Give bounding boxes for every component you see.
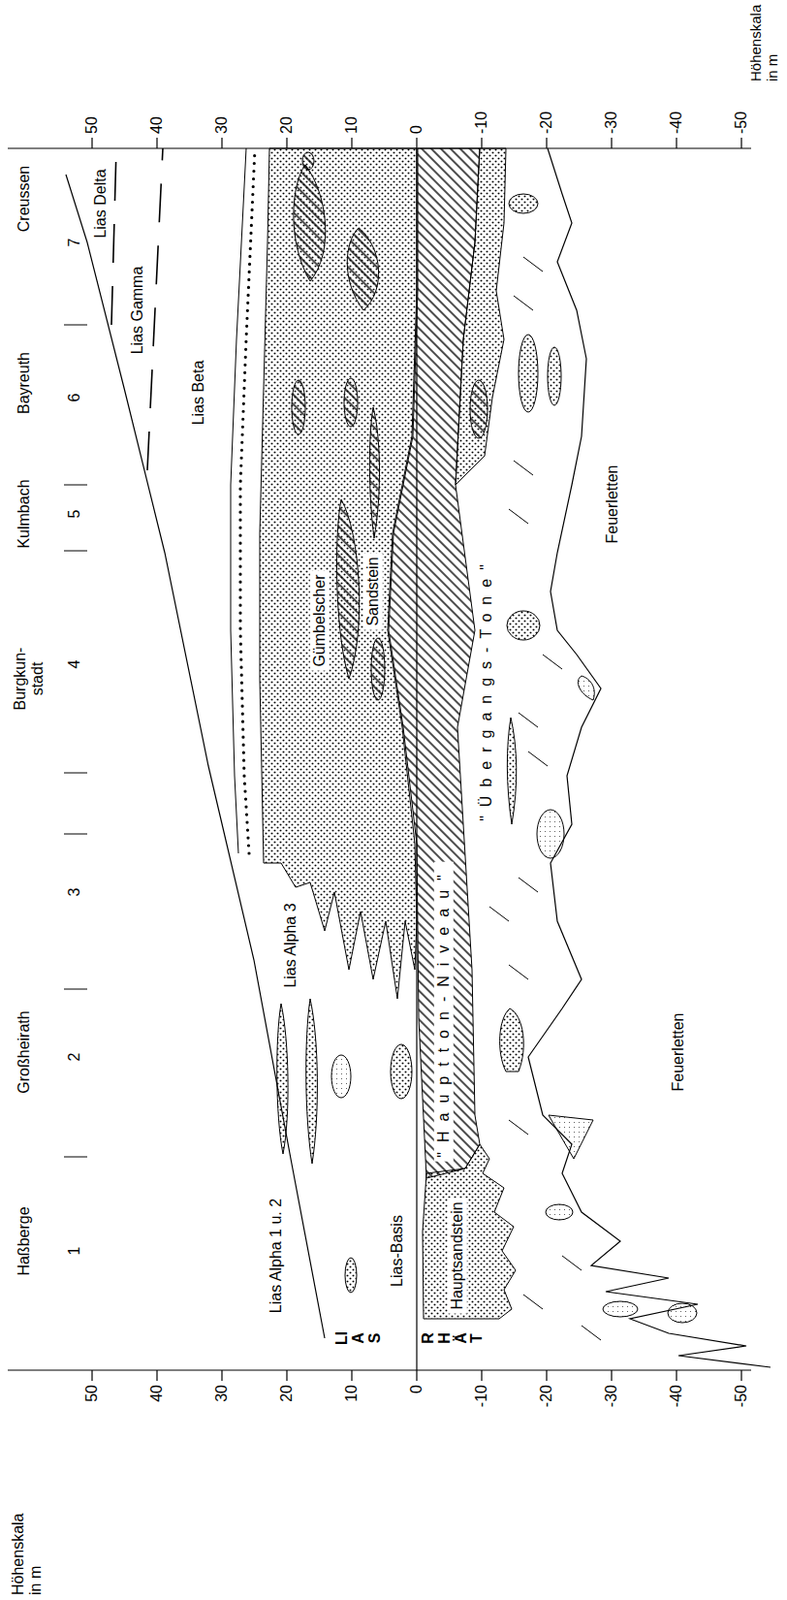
scale-number: 0: [408, 1384, 426, 1393]
sandstone-lens: [506, 717, 516, 824]
section-number: 2: [65, 1052, 84, 1062]
sandstone-lens: [548, 1114, 594, 1159]
clay-lens: [369, 407, 379, 538]
unit-label: Lias Delta: [92, 168, 110, 238]
place-name: Haßberge: [15, 1205, 33, 1275]
axis-title: Höhenskala in m: [747, 0, 782, 82]
sandstone-lens: [345, 1257, 357, 1292]
section-number: 7: [65, 238, 84, 248]
dotted-band: [240, 148, 255, 853]
scale-number: 10: [343, 116, 361, 134]
clay-lens: [346, 227, 378, 311]
scale-number: 50: [83, 116, 101, 134]
axis-title: Höhenskala in m: [9, 1505, 46, 1595]
sandstone-lens: [500, 1007, 525, 1071]
scale-number: -10: [472, 111, 491, 134]
place-name: Großheirath: [15, 1009, 33, 1093]
sandstone-lens: [506, 610, 540, 640]
sandstone-lens: [602, 1300, 638, 1317]
place-name: Bayreuth: [15, 351, 33, 414]
scale-number: 10: [343, 1384, 361, 1402]
feuerletten-top: [528, 148, 771, 1367]
unit-label: Lias Alpha 3: [282, 902, 300, 987]
scale-number: -20: [537, 1384, 556, 1407]
system-label: LIAS: [334, 1329, 383, 1346]
unit-label: Gümbelscher: [310, 569, 330, 670]
unit-label: "Hauptton-Niveau": [434, 860, 454, 1161]
scale-number: -30: [602, 1384, 621, 1407]
place-name: Kulmbach: [15, 478, 33, 548]
boundary-line: [230, 148, 247, 853]
sandstone-lens: [577, 675, 595, 700]
scale-number: -20: [537, 111, 556, 134]
axis-line: [7, 1368, 752, 1370]
section-number: 1: [65, 1246, 84, 1256]
sandstone-lens: [390, 1043, 412, 1099]
unit-label: Lias Beta: [189, 360, 208, 426]
unit-label: Feuerletten: [603, 465, 622, 544]
scale-number: -30: [602, 111, 621, 134]
sandstone-lens: [667, 1302, 697, 1323]
unit-label: Hauptsandstein: [447, 1196, 468, 1313]
unit-label: Lias-Basis: [388, 1214, 407, 1287]
base-line: [415, 148, 417, 1370]
scale-number: -40: [667, 111, 686, 134]
section-number: 6: [65, 393, 84, 403]
clay-lens: [371, 637, 385, 700]
clay-lens: [344, 377, 358, 427]
clay-lens: [336, 499, 359, 679]
sandstone-lens: [306, 998, 318, 1164]
unit-label: Lias Alpha 1 u. 2: [267, 1197, 285, 1313]
sandstone-lens: [547, 346, 562, 406]
unit-label: Sandstein: [363, 552, 383, 630]
place-name: Creussen: [15, 165, 33, 232]
section-number: 4: [65, 660, 84, 669]
sandstone-body: [422, 1143, 516, 1319]
sandstone-lens: [508, 193, 538, 214]
sandstone-lens: [277, 1003, 288, 1154]
scale-number: -40: [667, 1384, 686, 1407]
section-number: 3: [65, 887, 84, 897]
section-ticks: [63, 324, 88, 1157]
sandstone-lens: [545, 1203, 573, 1220]
unit-label: Feuerletten: [669, 1012, 688, 1092]
scale-number: 20: [278, 116, 296, 134]
scale-number: 30: [213, 1384, 231, 1402]
scale-number: 20: [278, 1384, 296, 1402]
dashed-boundary: [147, 148, 163, 471]
section-number: 5: [65, 509, 84, 519]
unit-label: "Übergangs-Tone": [476, 551, 497, 825]
scale-number: 40: [148, 116, 166, 134]
dashed-boundary: [111, 148, 117, 325]
clay-lens: [291, 379, 306, 435]
scale-number: 30: [213, 116, 231, 134]
sandstone-lens: [331, 1054, 351, 1098]
unit-label: Lias Gamma: [128, 266, 147, 355]
clay-lens: [470, 379, 488, 439]
sandstone-lens: [518, 334, 538, 412]
system-label: RHÄT: [420, 1329, 486, 1346]
clay-band: [388, 148, 480, 1178]
scale-ticks: [92, 137, 742, 1381]
scale-number: 50: [83, 1384, 101, 1402]
sandstone-lens: [536, 809, 565, 858]
scale-number: -50: [732, 1384, 751, 1407]
place-name: Burgkun- stadt: [11, 641, 48, 716]
scale-number: 0: [408, 125, 426, 134]
scale-number: -10: [472, 1384, 491, 1407]
scale-number: 40: [148, 1384, 166, 1402]
clay-lens: [293, 164, 326, 282]
scale-number: -50: [732, 111, 751, 134]
clay-lens: [302, 152, 315, 170]
clay-marks: [489, 256, 601, 1340]
